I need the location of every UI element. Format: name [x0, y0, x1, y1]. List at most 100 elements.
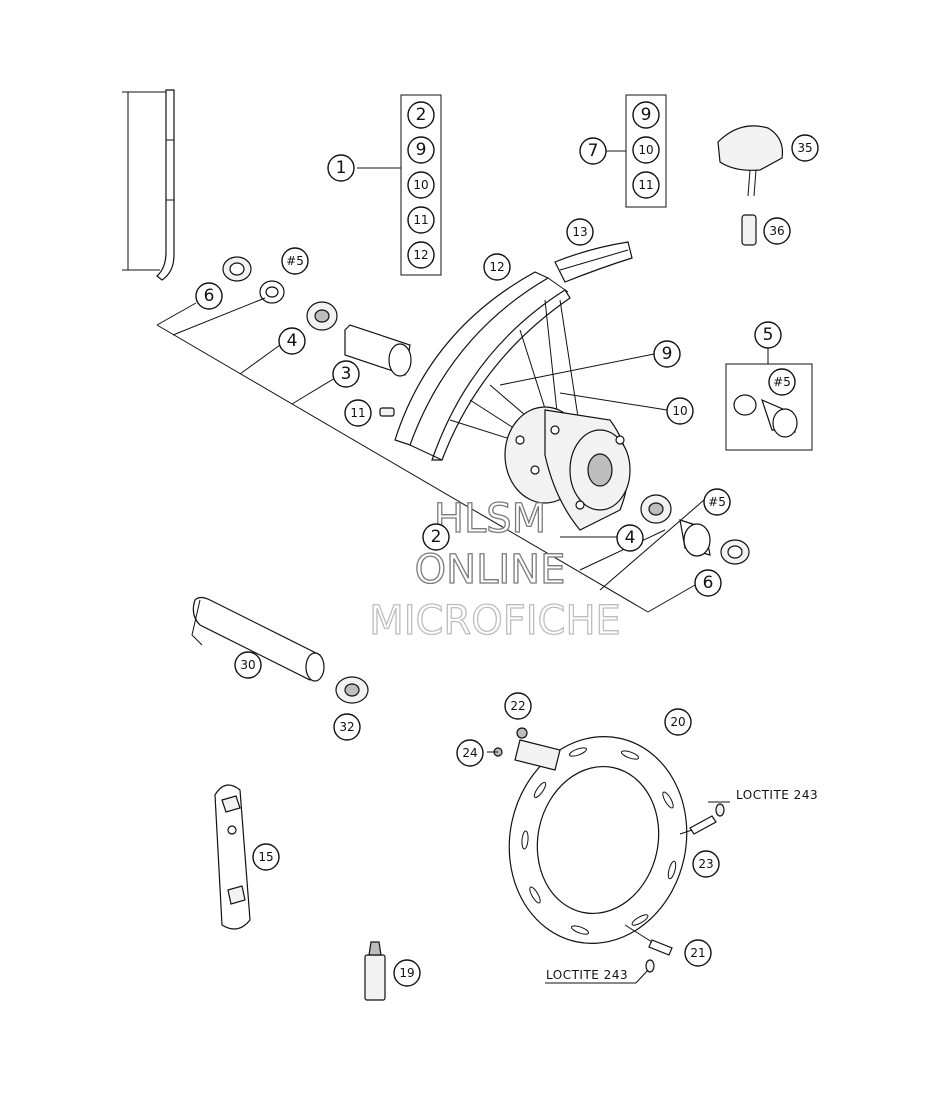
svg-text:#5: #5 — [773, 375, 791, 389]
callout-11-box7: 11 — [632, 171, 660, 199]
disc-bolt-bracket — [487, 727, 561, 771]
callout-2-hub: 2 — [422, 523, 450, 551]
svg-text:30: 30 — [240, 658, 255, 672]
svg-text:6: 6 — [703, 573, 714, 593]
svg-text:2: 2 — [416, 105, 427, 125]
dust-seal-right — [720, 539, 750, 565]
callout-1: 1 — [327, 154, 355, 182]
svg-text:10: 10 — [413, 178, 428, 192]
callout-5: 5 — [754, 321, 782, 349]
callout-6-left: 6 — [195, 282, 223, 310]
svg-text:9: 9 — [416, 140, 427, 160]
callout-4-right: 4 — [616, 524, 644, 552]
callout-sleeve-right: #5 — [703, 488, 731, 516]
svg-text:12: 12 — [489, 260, 504, 274]
callout-10-spoke: 10 — [666, 397, 694, 425]
svg-text:7: 7 — [588, 141, 599, 161]
rim-part — [394, 271, 571, 461]
parts-box-5 — [725, 348, 813, 451]
svg-text:3: 3 — [341, 364, 352, 384]
svg-text:12: 12 — [413, 248, 428, 262]
callout-11-box1: 11 — [407, 206, 435, 234]
callout-22: 22 — [504, 692, 532, 720]
svg-text:5: 5 — [763, 325, 774, 345]
svg-text:1: 1 — [336, 158, 347, 178]
axle-part — [191, 596, 325, 682]
callout-7: 7 — [579, 137, 607, 165]
axle-nut-part — [335, 676, 369, 704]
valve-part — [741, 214, 757, 246]
svg-text:4: 4 — [625, 528, 636, 548]
svg-text:11: 11 — [413, 213, 428, 227]
svg-text:10: 10 — [638, 143, 653, 157]
svg-text:36: 36 — [769, 224, 784, 238]
callout-10-box1: 10 — [407, 171, 435, 199]
sleeve-right — [679, 519, 711, 557]
svg-text:9: 9 — [641, 105, 652, 125]
callout-12-box1: 12 — [407, 241, 435, 269]
svg-text:4: 4 — [287, 331, 298, 351]
svg-text:22: 22 — [510, 699, 525, 713]
valve-tool-part — [364, 941, 386, 1001]
loctite-label-top: LOCTITE 243 — [736, 788, 818, 802]
callout-11-nipple: 11 — [344, 399, 372, 427]
bearing-left — [306, 301, 338, 331]
callout-9-box7: 9 — [632, 101, 660, 129]
leader-lines-right — [560, 499, 705, 613]
valve-cap-part — [717, 125, 784, 197]
callout-30: 30 — [234, 651, 262, 679]
callout-32: 32 — [333, 713, 361, 741]
svg-text:35: 35 — [797, 141, 812, 155]
leader-lines-left — [156, 297, 649, 613]
watermark-line-3: MICROFICHE — [369, 598, 621, 644]
spoke-part — [122, 89, 175, 281]
disc-screw-23 — [679, 801, 730, 835]
svg-text:15: 15 — [258, 850, 273, 864]
sleeve-left — [259, 280, 285, 304]
callout-sleeve-left: #5 — [281, 247, 309, 275]
watermark-line-2: ONLINE — [415, 547, 566, 593]
loctite-label-bottom: LOCTITE 243 — [546, 968, 628, 982]
callout-9-spoke: 9 — [653, 340, 681, 368]
bearing-right — [640, 494, 672, 524]
callout-10-box7: 10 — [632, 136, 660, 164]
callout-6-right: 6 — [694, 569, 722, 597]
callout-19: 19 — [393, 959, 421, 987]
callout-4-left: 4 — [278, 327, 306, 355]
svg-text:19: 19 — [399, 966, 414, 980]
svg-text:11: 11 — [350, 406, 365, 420]
watermark: HLSM ONLINE MICROFICHE — [369, 495, 622, 644]
watermark-line-1: HLSM — [434, 496, 546, 542]
callout-13: 13 — [566, 218, 594, 246]
wrench-part — [214, 784, 251, 930]
nipple-part — [379, 407, 395, 417]
callout-3: 3 — [332, 360, 360, 388]
svg-text:11: 11 — [638, 178, 653, 192]
svg-text:13: 13 — [572, 225, 587, 239]
callout-sleeve-box5: #5 — [768, 368, 796, 396]
tire-part — [554, 241, 633, 283]
svg-text:32: 32 — [339, 720, 354, 734]
callout-21: 21 — [684, 939, 712, 967]
callout-20: 20 — [664, 708, 692, 736]
svg-text:20: 20 — [670, 715, 685, 729]
brake-disc-part — [508, 736, 688, 944]
svg-text:6: 6 — [204, 286, 215, 306]
svg-text:#5: #5 — [286, 254, 304, 268]
svg-text:10: 10 — [672, 404, 687, 418]
svg-text:21: 21 — [690, 946, 705, 960]
disc-screw-21 — [545, 924, 673, 984]
spacer-part — [344, 324, 412, 377]
callout-35: 35 — [791, 134, 819, 162]
callout-2-box: 2 — [407, 101, 435, 129]
svg-text:9: 9 — [662, 344, 673, 364]
svg-text:2: 2 — [431, 527, 442, 547]
svg-text:23: 23 — [698, 857, 713, 871]
svg-text:#5: #5 — [708, 495, 726, 509]
callout-36: 36 — [763, 217, 791, 245]
callout-24: 24 — [456, 739, 484, 767]
callout-23: 23 — [692, 850, 720, 878]
callout-12: 12 — [483, 253, 511, 281]
hub-part — [504, 406, 631, 531]
